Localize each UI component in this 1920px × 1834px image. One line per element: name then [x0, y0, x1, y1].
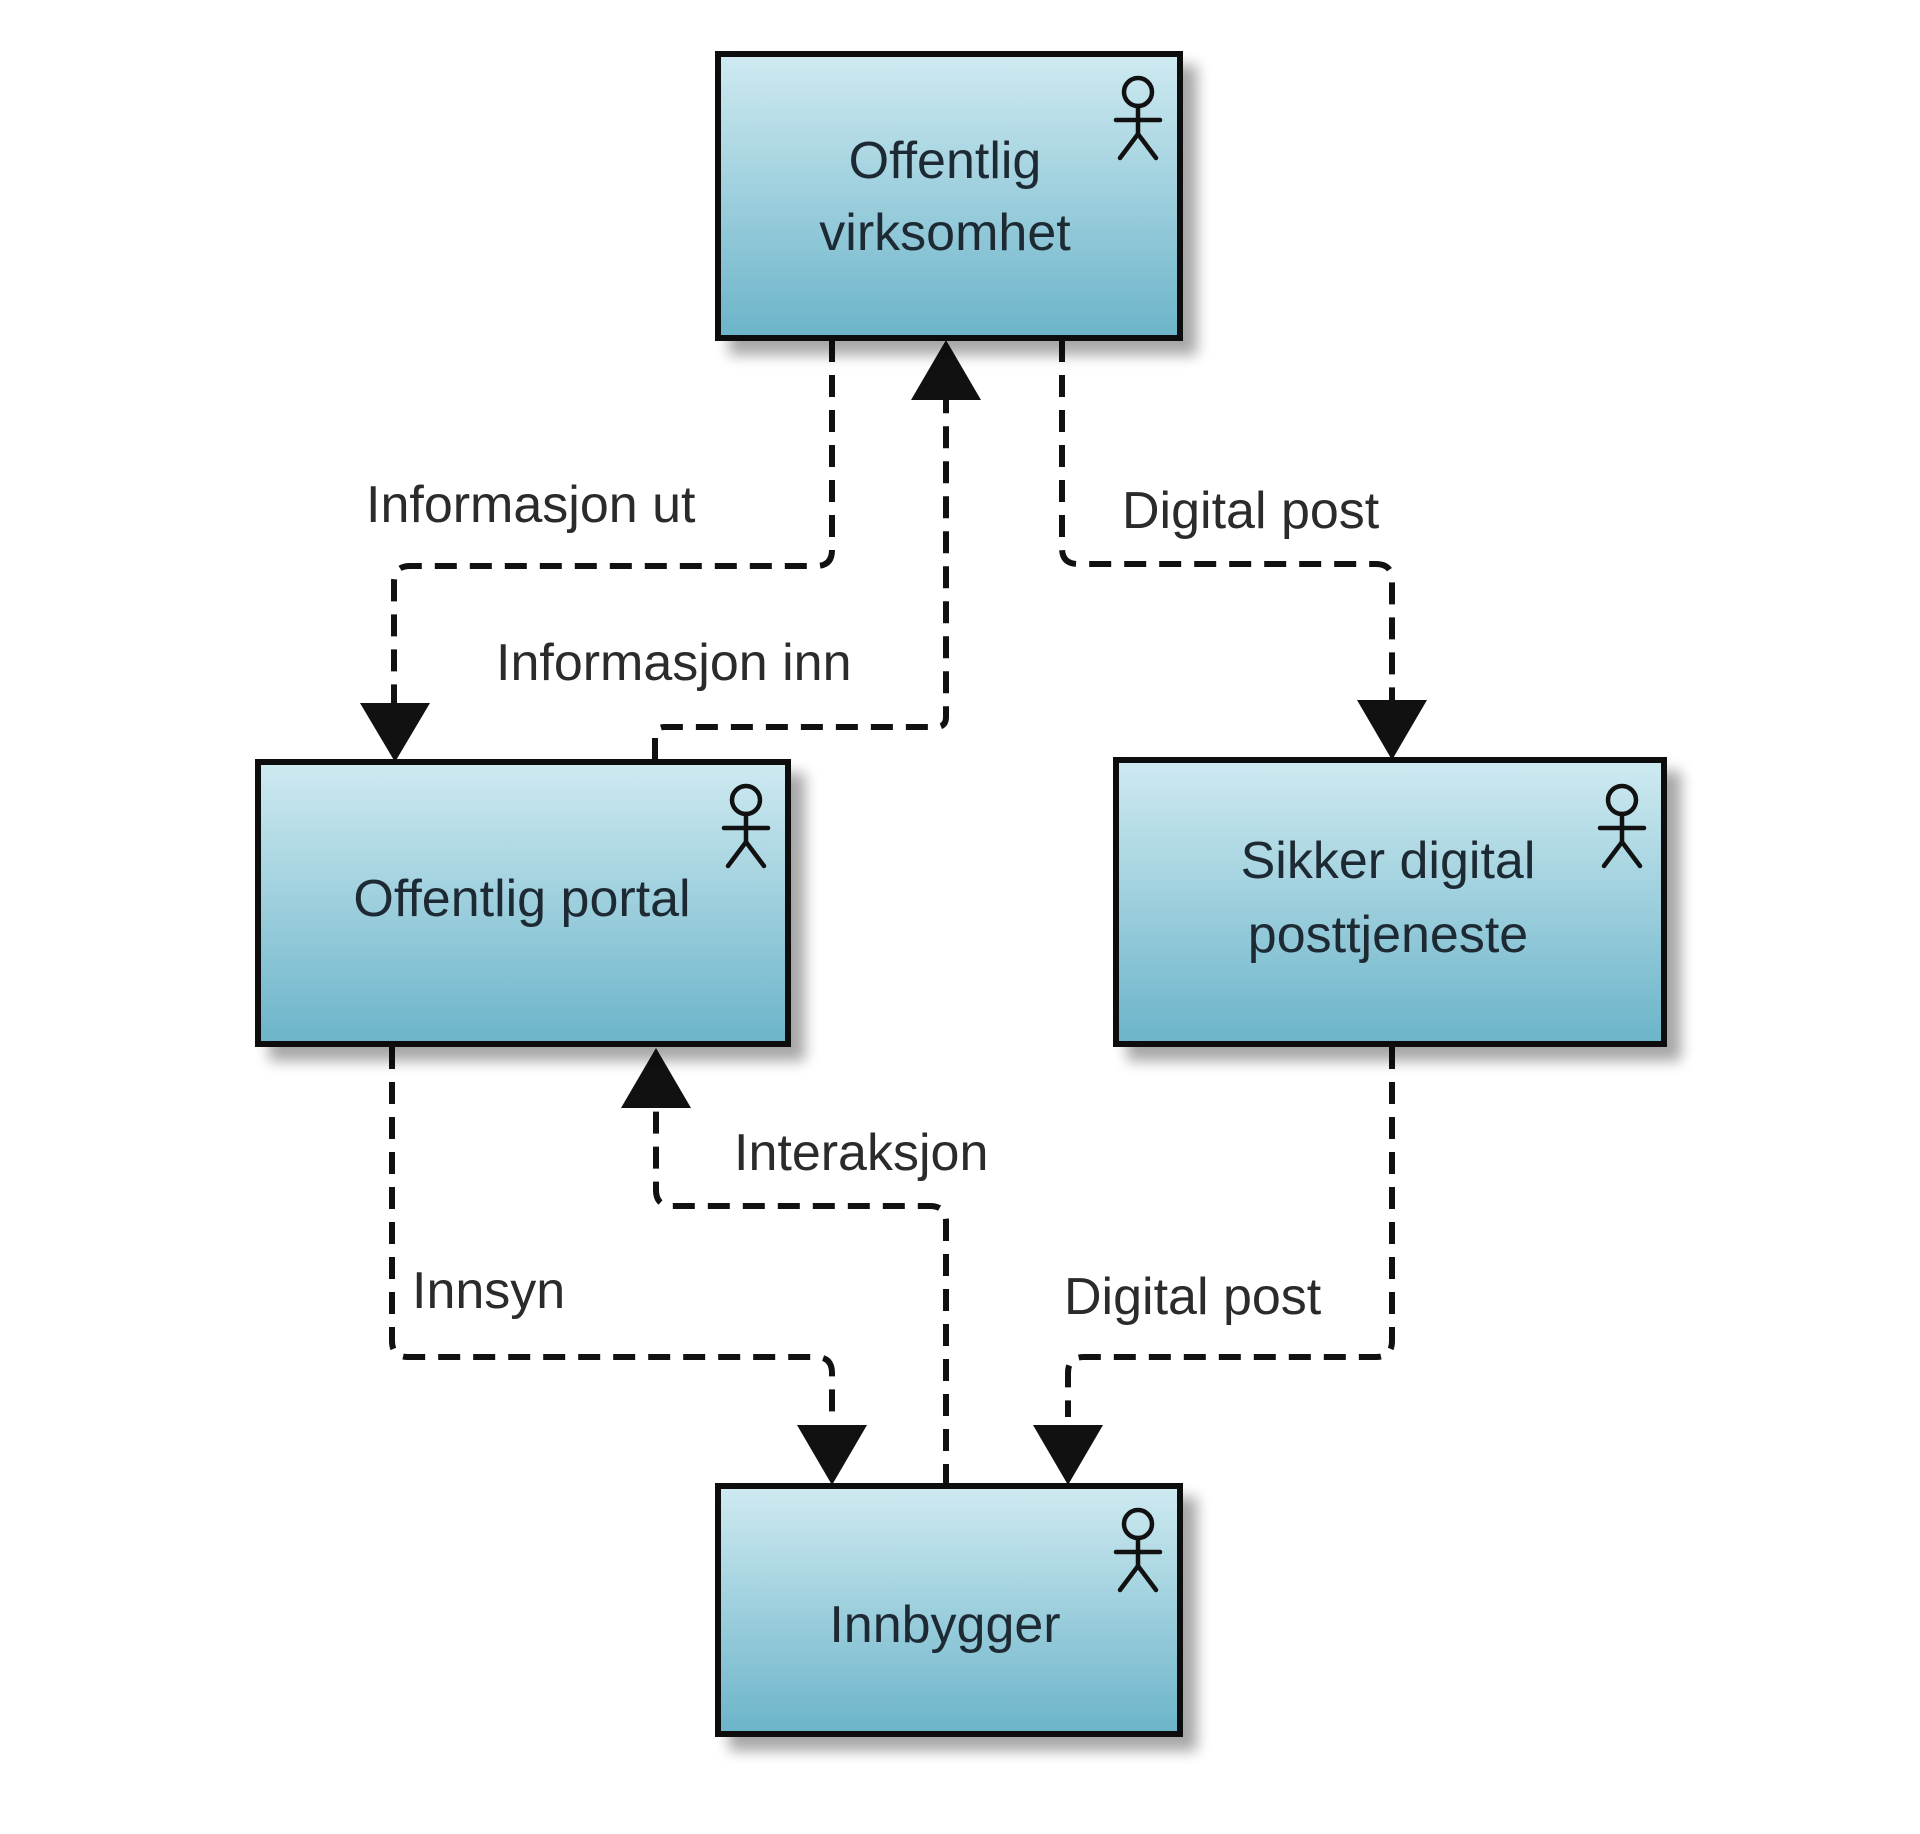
edge-digital-post-bottom-line [1065, 1047, 1395, 1417]
edge-label-informasjon-inn: Informasjon inn [496, 634, 852, 692]
actor-icon [721, 783, 771, 869]
arrowhead-interaksjon [621, 1048, 691, 1108]
node-box [715, 51, 1183, 341]
edge-digital-post-top-line [1059, 340, 1395, 708]
actor-icon [1113, 1507, 1163, 1593]
arrowhead-informasjon-ut [360, 703, 430, 762]
node-offentlig-portal[interactable]: Offentlig portal [255, 759, 791, 1047]
node-title-line2: virksomhet [819, 204, 1071, 262]
arrowhead-digital-post-top [1357, 700, 1427, 760]
edge-label-interaksjon: Interaksjon [734, 1124, 988, 1182]
edge-label-innsyn: Innsyn [412, 1262, 565, 1320]
connectors [389, 340, 1395, 1486]
edge-label-informasjon-ut: Informasjon ut [366, 476, 696, 534]
edge-innsyn-line [389, 1047, 835, 1417]
node-sikker-digital-posttjeneste[interactable]: Sikker digital posttjeneste [1113, 757, 1667, 1047]
node-title-line2: posttjeneste [1248, 906, 1528, 964]
edge-label-digital-post-top: Digital post [1122, 482, 1380, 540]
arrowheads [360, 340, 1427, 1485]
actor-icon [1113, 75, 1163, 161]
node-box [715, 1483, 1183, 1737]
node-innbygger[interactable]: Innbygger [715, 1483, 1183, 1737]
edge-informasjon-ut-line [391, 340, 835, 712]
edge-interaksjon-line [653, 1097, 949, 1486]
node-title-line1: Offentlig [849, 132, 1042, 190]
node-title: Offentlig portal [353, 870, 690, 928]
node-offentlig-virksomhet[interactable]: Offentlig virksomhet [715, 51, 1183, 341]
node-title: Innbygger [829, 1596, 1060, 1654]
arrowhead-digital-post-bottom [1033, 1425, 1103, 1485]
arrowhead-innsyn [797, 1425, 867, 1485]
actor-icon [1597, 783, 1647, 869]
edge-label-digital-post-bottom: Digital post [1064, 1268, 1322, 1326]
node-box [255, 759, 791, 1047]
node-box [1113, 757, 1667, 1047]
node-title-line1: Sikker digital [1241, 832, 1536, 890]
edge-informasjon-inn-line [652, 398, 949, 760]
arrowhead-informasjon-inn [911, 340, 981, 400]
edge-labels: Informasjon ut Informasjon inn Digital p… [366, 476, 1380, 1326]
